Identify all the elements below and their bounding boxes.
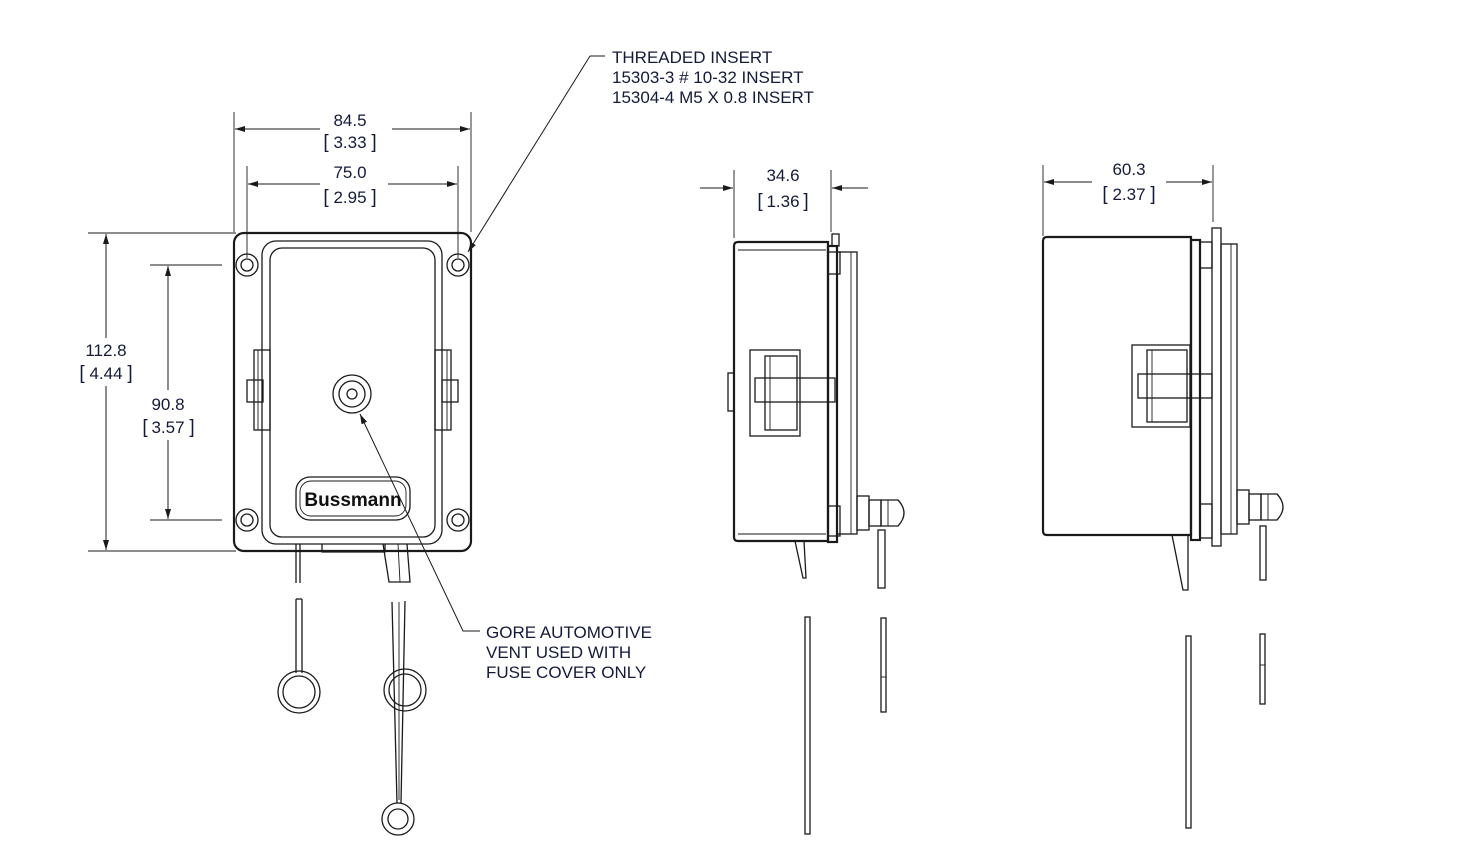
vent-callout: GORE AUTOMOTIVE VENT USED WITH FUSE COVE…: [359, 413, 652, 682]
tall-depth-mm: 60.3: [1112, 160, 1145, 179]
mounting-hole-icon: [446, 508, 470, 532]
logo-text: Bussmann: [304, 490, 401, 511]
svg-text:[: [: [79, 363, 85, 384]
callout-threaded-insert-line2: 15303-3 # 10-32 INSERT: [612, 68, 804, 87]
svg-text:]: ]: [371, 132, 376, 153]
right-latch: [434, 349, 459, 431]
svg-text:]: ]: [1150, 184, 1155, 205]
overall-height-mm: 112.8: [85, 341, 126, 360]
threaded-insert-callout: THREADED INSERT 15303-3 # 10-32 INSERT 1…: [467, 48, 814, 253]
svg-text:]: ]: [189, 417, 194, 438]
harness-tab-left: [277, 598, 321, 714]
harness-tab-right: [381, 600, 427, 836]
callout-vent-line3: FUSE COVER ONLY: [486, 663, 646, 682]
mount-height-in: 3.57: [151, 418, 184, 437]
left-latch: [246, 349, 271, 431]
side-view-tall: 60.3 [ 2.37 ]: [1041, 160, 1284, 829]
overall-width-mm: 84.5: [333, 111, 366, 130]
mounting-hole-icon: [446, 253, 470, 277]
callout-vent-line2: VENT USED WITH: [486, 643, 631, 662]
flange-outline: [232, 231, 473, 553]
mount-height-mm: 90.8: [151, 395, 184, 414]
tall-depth-in: 2.37: [1112, 185, 1145, 204]
short-depth-in: 1.36: [766, 192, 799, 211]
mounting-hole-icon: [235, 253, 259, 277]
overall-width-in: 3.33: [333, 133, 366, 152]
svg-text:]: ]: [803, 191, 808, 212]
svg-text:[: [: [323, 187, 329, 208]
short-depth-mm: 34.6: [766, 166, 799, 185]
svg-text:]: ]: [371, 187, 376, 208]
vent-icon: [332, 374, 372, 414]
svg-text:[: [: [323, 132, 329, 153]
callout-threaded-insert-line1: THREADED INSERT: [612, 48, 772, 67]
logo-plate: [295, 476, 411, 521]
svg-text:[: [: [757, 191, 763, 212]
callout-vent-line1: GORE AUTOMOTIVE: [486, 623, 652, 642]
mounting-hole-icon: [235, 508, 259, 532]
callout-threaded-insert-line3: 15304-4 M5 X 0.8 INSERT: [612, 88, 814, 107]
overall-height-in: 4.44: [89, 364, 122, 383]
svg-text:[: [: [142, 417, 148, 438]
front-view: 84.5 [ 3.33 ] 75.0 [ 2.95 ] 112.8 [ 4.44…: [79, 111, 473, 836]
svg-text:]: ]: [127, 363, 132, 384]
mount-width-mm: 75.0: [333, 163, 366, 182]
side-view-short: 34.6 [ 1.36 ]: [700, 166, 905, 835]
svg-text:[: [: [1102, 184, 1108, 205]
mount-width-in: 2.95: [333, 188, 366, 207]
